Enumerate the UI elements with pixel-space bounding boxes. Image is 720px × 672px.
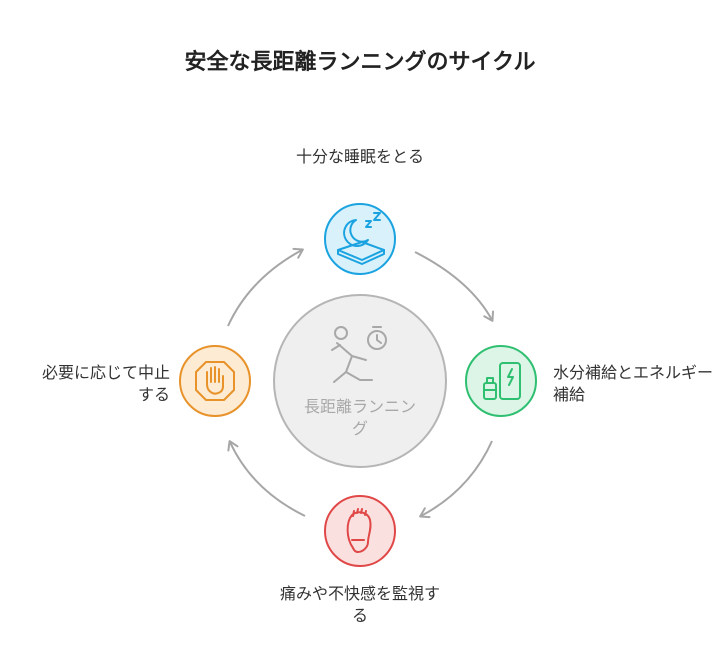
cycle-arrow-sleep-to-hydration [414,251,495,322]
sleeping-moon-icon [337,212,385,265]
foot-icon [346,508,372,553]
step-node-stop [179,345,251,417]
energy-bottle-icon [483,362,521,400]
step-node-hydration [465,345,537,417]
hub-node [273,294,447,468]
stop-hand-icon [195,361,235,401]
step-label-monitor: 痛みや不快感を監視する [279,584,440,625]
cycle-arrow-hydration-to-monitor [419,440,493,519]
hub-label: 長距離ランニング [303,397,416,438]
diagram-title: 安全な長距離ランニングのサイクル [184,50,536,75]
cycle-arrow-stop-to-sleep [227,247,304,327]
step-label-sleep: 十分な睡眠をとる [295,147,424,166]
step-label-hydration: 水分補給とエネルギー補給 [553,363,714,404]
step-label-stop: 必要に応じて中止する [41,363,170,404]
runner-stopwatch-icon [331,326,387,383]
step-node-sleep [324,203,396,275]
cycle-arrow-monitor-to-stop [227,440,306,517]
step-node-monitor [324,495,396,567]
